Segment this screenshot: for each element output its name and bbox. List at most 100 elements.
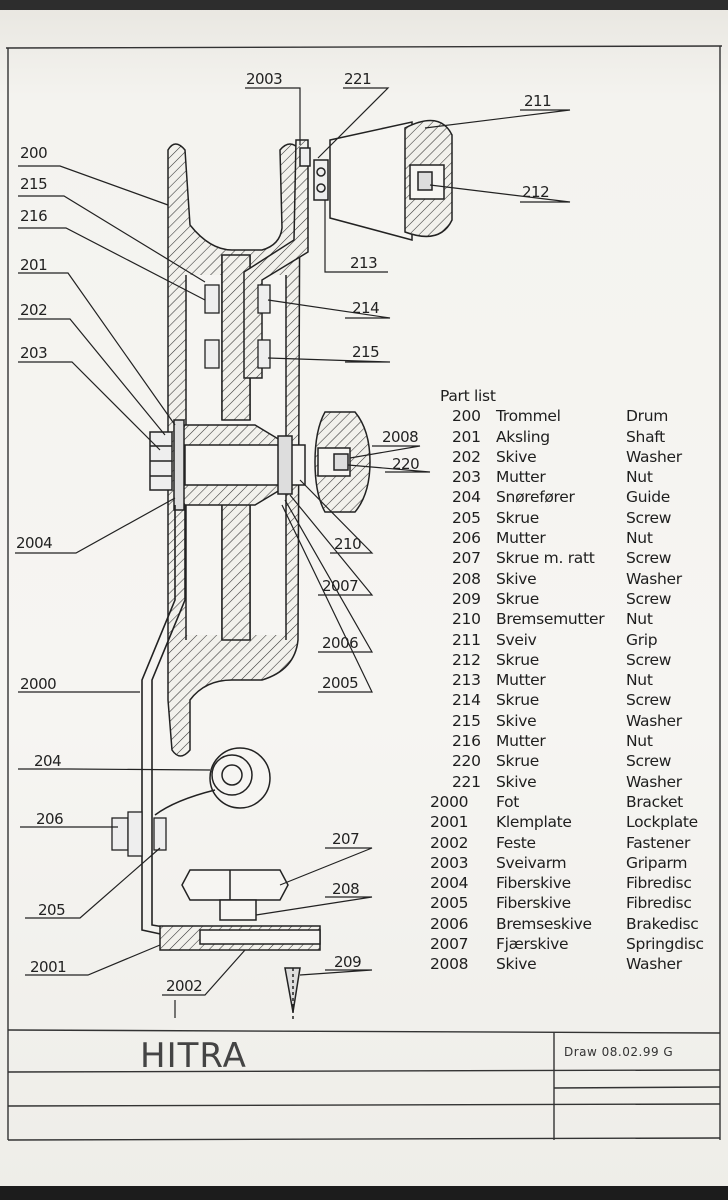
- label-204: 204: [34, 752, 62, 770]
- part-name-english: Nut: [626, 610, 653, 629]
- part-name-norwegian: Fot: [496, 792, 520, 811]
- part-name-english: Nut: [626, 529, 653, 548]
- part-name-english: Shaft: [626, 427, 665, 446]
- part-number: 2004: [430, 874, 469, 893]
- part-number: 215: [452, 711, 481, 730]
- part-number: 206: [452, 529, 481, 548]
- part-number: 214: [452, 691, 481, 710]
- part-name-english: Screw: [626, 752, 672, 771]
- sheet-border: [5, 45, 723, 1140]
- part-name-norwegian: Skrue: [496, 752, 540, 771]
- part-name-english: Drum: [626, 407, 669, 426]
- part-name-english: Lockplate: [626, 813, 698, 832]
- brake-knob: [314, 411, 371, 513]
- label-205: 205: [38, 901, 66, 919]
- part-number: 2001: [430, 813, 469, 832]
- part-name-norwegian: Mutter: [496, 732, 546, 751]
- part-list-row: 208 Skive Washer: [430, 569, 710, 589]
- part-name-norwegian: Fiberskive: [496, 894, 571, 913]
- part-number: 201: [452, 427, 481, 446]
- part-name-norwegian: Skrue: [496, 650, 540, 669]
- part-list-row: 211 Sveiv Grip: [430, 630, 710, 650]
- part-name-english: Fibredisc: [626, 874, 692, 893]
- title-block-lines: [7, 1029, 721, 1141]
- part-name-norwegian: Skrue: [496, 589, 540, 608]
- part-number: 207: [452, 549, 481, 568]
- part-list-row: 2005 Fiberskive Fibredisc: [430, 893, 710, 913]
- label-215-right: 215: [352, 343, 380, 361]
- part-name-english: Fibredisc: [626, 894, 692, 913]
- part-number: 221: [452, 772, 481, 791]
- part-number: 220: [452, 752, 481, 771]
- part-name-norwegian: Sveivarm: [496, 853, 567, 872]
- part-name-english: Screw: [626, 508, 672, 527]
- part-number: 211: [452, 630, 481, 649]
- bracket: [141, 505, 186, 936]
- part-list-row: 220 Skrue Screw: [430, 751, 710, 771]
- part-name-english: Griparm: [626, 853, 688, 872]
- label-210: 210: [334, 535, 362, 553]
- part-name-english: Washer: [626, 711, 682, 730]
- part-number: 2006: [430, 914, 469, 933]
- part-name-norwegian: Bremsemutter: [496, 610, 605, 629]
- part-name-norwegian: Mutter: [496, 468, 546, 487]
- part-list-row: 202 Skive Washer: [430, 447, 710, 467]
- part-number: 2008: [430, 955, 469, 974]
- part-name-norwegian: Skive: [496, 447, 537, 466]
- part-name-english: Washer: [626, 955, 682, 974]
- part-name-english: Washer: [626, 569, 682, 588]
- part-name-english: Springdisc: [626, 935, 704, 954]
- label-216: 216: [20, 207, 48, 225]
- part-name-norwegian: Fiberskive: [496, 874, 571, 893]
- part-list-row: 210 Bremsemutter Nut: [430, 609, 710, 629]
- part-name-english: Washer: [626, 447, 682, 466]
- part-name-norwegian: Skrue: [496, 508, 540, 527]
- bracket-nut: [111, 811, 167, 857]
- part-number: 202: [452, 447, 481, 466]
- label-215: 215: [20, 175, 48, 193]
- label-206: 206: [36, 810, 64, 828]
- part-name-norwegian: Klemplate: [496, 813, 572, 832]
- part-number: 2003: [430, 853, 469, 872]
- label-2004: 2004: [16, 534, 53, 552]
- part-list-row: 2003 Sveivarm Griparm: [430, 853, 710, 873]
- leader-lines: [15, 87, 571, 1018]
- part-name-english: Grip: [626, 630, 658, 649]
- label-2008: 2008: [382, 428, 419, 446]
- label-212: 212: [522, 183, 550, 201]
- label-200: 200: [20, 144, 48, 162]
- label-2006: 2006: [322, 634, 359, 652]
- part-number: 2005: [430, 894, 469, 913]
- label-2000: 2000: [20, 675, 57, 693]
- part-number: 204: [452, 488, 481, 507]
- clamp-screw: [159, 869, 321, 1020]
- label-208: 208: [332, 880, 360, 898]
- part-name-norwegian: Bremseskive: [496, 914, 592, 933]
- title-block-name: HITRA: [140, 1036, 247, 1076]
- part-number: 2007: [430, 935, 469, 954]
- part-name-english: Screw: [626, 650, 672, 669]
- part-name-norwegian: Skive: [496, 569, 537, 588]
- part-number: 208: [452, 569, 481, 588]
- part-name-english: Fastener: [626, 833, 691, 852]
- crank-arm: [243, 119, 453, 379]
- part-number: 210: [452, 610, 481, 629]
- part-list-row: 2006 Bremseskive Brakedisc: [430, 914, 710, 934]
- label-213: 213: [350, 254, 378, 272]
- part-list-row: 2001 Klemplate Lockplate: [430, 812, 710, 832]
- part-name-english: Nut: [626, 732, 653, 751]
- part-name-english: Screw: [626, 589, 672, 608]
- part-name-english: Brakedisc: [626, 914, 699, 933]
- part-name-norwegian: Sveiv: [496, 630, 537, 649]
